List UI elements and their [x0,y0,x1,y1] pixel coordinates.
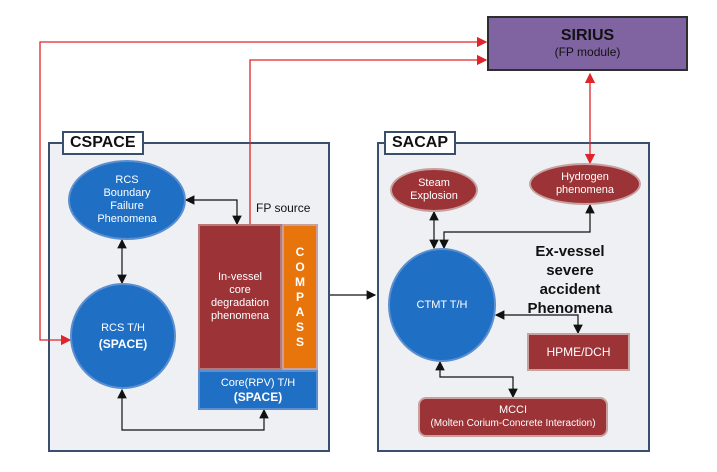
compass-module: COMPASS [282,224,318,370]
invessel-line-4: phenomena [210,310,270,322]
rcs-space-label: (SPACE) [98,336,148,351]
compass-label: COMPASS [293,244,307,350]
steam-line-1: Steam [418,177,450,189]
ctmt-th-label: CTMT T/H [416,298,468,311]
steam-line-2: Explosion [410,190,458,202]
sirius-subtitle: (FP module) [554,45,621,59]
invessel-degradation-node: In-vessel core degradation phenomena [198,224,282,370]
rcs-boundary-line-4: Phenomena [97,213,157,225]
hpme-dch-node: HPME/DCH [527,333,630,371]
exvessel-line-1: Ex-vessel [535,243,605,260]
link-ctmt-mcci [435,360,518,399]
invessel-line-3: degradation [210,297,270,309]
hydrogen-line-2: phenomena [555,184,615,196]
core-rpv-th-node: Core(RPV) T/H (SPACE) [198,370,318,410]
mcci-subtitle: (Molten Corium-Concrete Interaction) [430,418,596,429]
rcs-boundary-failure-node: RCS Boundary Failure Phenomena [68,160,186,240]
sirius-title: SIRIUS [560,27,615,44]
ctmt-th-node: CTMT T/H [388,248,496,362]
mcci-title: MCCI [498,404,528,416]
hydrogen-phenomena-node: Hydrogen phenomena [529,163,641,205]
link-fpsource-sirius [249,54,488,224]
rcs-boundary-line-2: Boundary [103,187,151,199]
exvessel-line-3: Phenomena [527,300,613,317]
invessel-line-2: core [229,284,251,296]
exvessel-heading: Ex-vessel severe accident Phenomena [514,242,626,318]
sirius-module: SIRIUS (FP module) [487,16,688,71]
exvessel-line-2: severe accident [539,262,601,298]
rcs-th-label: RCS T/H [101,321,145,334]
link-ctmt-hpme [494,310,583,335]
rcs-boundary-line-3: Failure [110,200,144,212]
link-hydrogen-ctmt [439,203,595,250]
rcs-boundary-line-1: RCS [115,174,139,186]
core-th-label: Core(RPV) T/H [220,377,296,389]
link-boundary-invessel [184,195,242,226]
mcci-node: MCCI (Molten Corium-Concrete Interaction… [418,397,608,437]
hpme-label: HPME/DCH [546,344,611,359]
core-space-label: (SPACE) [233,390,283,404]
link-rcsth-core [117,388,269,431]
hydrogen-line-1: Hydrogen [561,171,609,183]
link-rcs-sirius [39,36,488,346]
fp-source-label: FP source [256,201,311,215]
rcs-th-node: RCS T/H (SPACE) [70,283,176,389]
steam-explosion-node: Steam Explosion [390,168,478,212]
invessel-line-1: In-vessel [217,271,263,283]
